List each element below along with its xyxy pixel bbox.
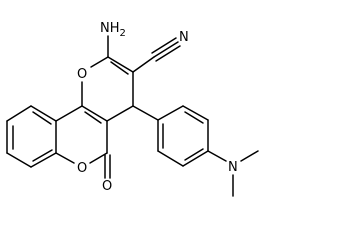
pyran-ring xyxy=(81,56,134,122)
lactone-ring xyxy=(55,105,111,179)
dimethylamino-nitrogen-label: N xyxy=(228,160,238,175)
nitrile-nitrogen-label: N xyxy=(179,30,189,45)
phenyl-ring xyxy=(132,105,209,167)
nitrile-group xyxy=(132,37,181,73)
carbonyl-oxygen-label: O xyxy=(102,179,112,194)
amino-label: NH2 xyxy=(100,21,126,39)
lactone-oxygen-label: O xyxy=(77,161,87,176)
dimethylamino-group xyxy=(207,150,259,197)
molecule-drawing: NH2 N O O O N xyxy=(6,21,259,197)
structure-canvas: NH2 N O O O N xyxy=(6,21,259,197)
benzo-ring xyxy=(6,105,57,168)
pyran-oxygen-label: O xyxy=(77,67,87,82)
